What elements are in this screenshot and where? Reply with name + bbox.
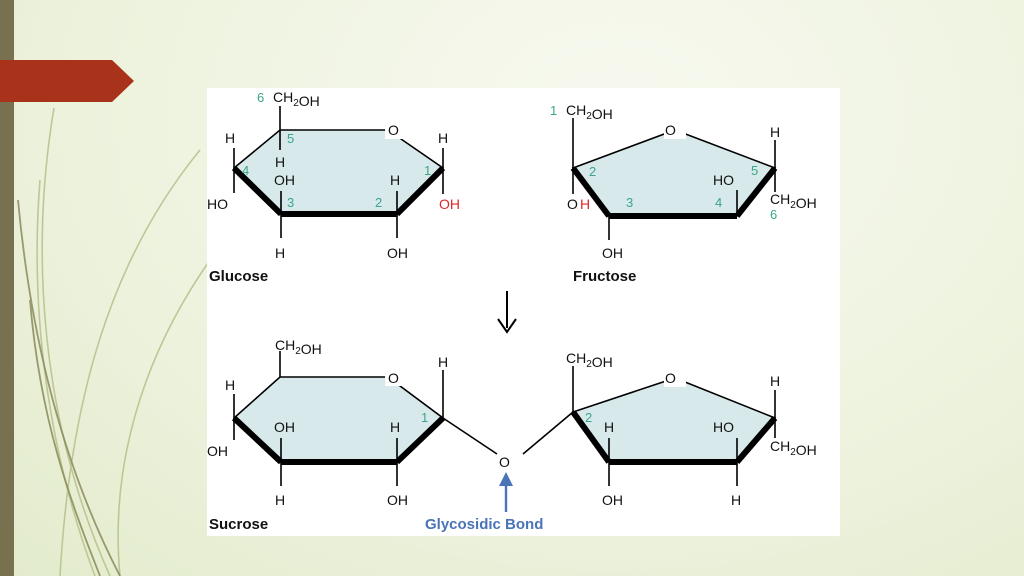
glycosidic-pointer-arrow-icon: [499, 472, 513, 512]
glucose-anomeric-oh-label: OH: [439, 196, 460, 212]
fructose-c3-oh-label: OH: [602, 245, 623, 261]
sucrose-glc-c2-h-label: H: [390, 419, 400, 435]
glycosidic-bond-label: Glycosidic Bond: [425, 516, 543, 533]
glucose-c5-h-label: H: [275, 154, 285, 170]
decorative-swooshes: [17, 107, 211, 576]
fructose-ring-oxygen: O: [665, 122, 676, 138]
glucose-structure: [231, 106, 446, 238]
fructose-c5-h-label: H: [770, 124, 780, 140]
fructose-carbon-5-number: 5: [751, 163, 758, 178]
glucose-carbon-3-number: 3: [287, 195, 294, 210]
sucrose-fru-c3-oh-label: OH: [602, 492, 623, 508]
sucrose-caption: Sucrose: [209, 516, 268, 533]
glucose-c1-h-label: H: [438, 130, 448, 146]
glucose-c2-h-label: H: [390, 172, 400, 188]
glucose-c3-oh-label: OH: [274, 172, 295, 188]
fructose-carbon-1-number: 1: [550, 103, 557, 118]
glucose-c6-ch2oh-label: CH2OH: [273, 89, 320, 109]
fructose-c4-ho-label: HO: [713, 172, 734, 188]
sucrose-fru-c3-h-label: H: [604, 419, 614, 435]
sucrose-fructose-unit: [522, 366, 778, 486]
sucrose-fru-top-ch2oh-label: CH2OH: [566, 350, 613, 370]
fructose-c1-ch2oh-label: CH2OH: [566, 102, 613, 122]
sucrose-formation-figure: 6 CH2OH 5 H O H 4 HO OH 3 H H 2 OH H 1 O…: [207, 88, 840, 536]
glucose-carbon-6-number: 6: [257, 90, 264, 105]
fructose-carbon-2-number: 2: [589, 164, 596, 179]
sucrose-glucose-unit: [231, 351, 498, 486]
glucose-ring-oxygen: O: [388, 122, 399, 138]
glucose-c3-h-label: H: [275, 245, 285, 261]
sucrose-fructose-ring-oxygen: O: [665, 370, 676, 386]
fructose-c6-ch2oh-label: CH2OH: [770, 191, 817, 211]
glucose-c2-oh-label: OH: [387, 245, 408, 261]
glucose-carbon-4-number: 4: [242, 163, 249, 178]
glucose-c4-ho-label: HO: [207, 196, 228, 212]
fructose-c2-h-label: H: [580, 196, 590, 212]
glucose-caption: Glucose: [209, 268, 268, 285]
sucrose-fru-carbon-2-number: 2: [585, 410, 592, 425]
sucrose-fru-c5-h-label: H: [770, 373, 780, 389]
sucrose-glucose-ring-oxygen: O: [388, 370, 399, 386]
glucose-carbon-5-number: 5: [287, 131, 294, 146]
glucose-c4-h-label: H: [225, 130, 235, 146]
sucrose-glc-c2-oh-label: OH: [387, 492, 408, 508]
fructose-structure: [570, 118, 778, 240]
down-arrow-icon: [497, 291, 517, 334]
sucrose-glc-c4-h-label: H: [225, 377, 235, 393]
sucrose-fru-ch2oh-label: CH2OH: [770, 438, 817, 458]
sucrose-glc-carbon-1-number: 1: [421, 410, 428, 425]
sucrose-glc-c3-h-label: H: [275, 492, 285, 508]
sucrose-glc-c3-oh-label: OH: [274, 419, 295, 435]
glucose-carbon-2-number: 2: [375, 195, 382, 210]
left-accent-bar: [0, 0, 14, 576]
sucrose-glc-c4-oh-label: OH: [207, 443, 228, 459]
sucrose-fru-c4-h-label: H: [731, 492, 741, 508]
fructose-carbon-3-number: 3: [626, 195, 633, 210]
glucose-carbon-1-number: 1: [424, 163, 431, 178]
title-tag-shape: [0, 60, 134, 102]
fructose-caption: Fructose: [573, 268, 636, 285]
glycosidic-oxygen: O: [499, 454, 510, 470]
fructose-carbon-4-number: 4: [715, 195, 722, 210]
fructose-carbon-6-number: 6: [770, 207, 777, 222]
sucrose-fru-c4-ho-label: HO: [713, 419, 734, 435]
fructose-c2-o-label: O: [567, 196, 578, 212]
sucrose-glc-c1-h-label: H: [438, 354, 448, 370]
sucrose-glucose-ch2oh-label: CH2OH: [275, 337, 322, 357]
